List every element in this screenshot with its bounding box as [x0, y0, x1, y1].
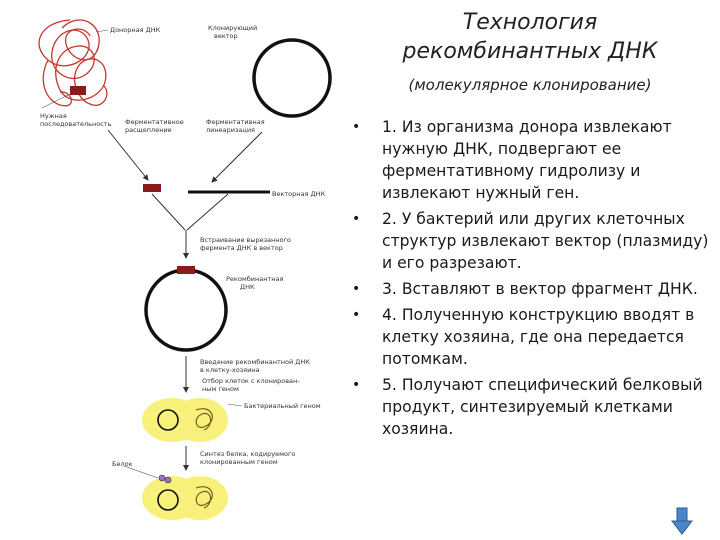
- step-item: •3. Вставляют в вектор фрагмент ДНК.: [352, 280, 698, 298]
- slide-title: Технология рекомбинантных ДНК: [402, 10, 658, 64]
- inserted-fragment: [177, 266, 195, 274]
- cloning-vector-label-1: Клонирующий: [208, 24, 257, 32]
- step-text: 2. У бактерий или других клеточных струк…: [382, 210, 709, 272]
- protein-synth-label-1: Синтез белка, кодируемого: [200, 450, 295, 458]
- enzymatic-lin-label-2: линеаризация: [206, 126, 255, 134]
- insertion-label-2: фермента ДНК в вектор: [200, 244, 283, 252]
- step-item: •1. Из организма донора извлекают нужную…: [352, 118, 672, 202]
- step-text: 5. Получают специфический белковый проду…: [382, 376, 703, 438]
- arrow-down-icon[interactable]: [671, 507, 693, 535]
- protein-label: Белок: [112, 460, 133, 468]
- step-item: •2. У бактерий или других клеточных стру…: [352, 210, 709, 272]
- needed-sequence-label-1: Нужная: [40, 112, 67, 120]
- selection-label-2: ным геном: [202, 385, 239, 393]
- bacterial-genome-label: Бактериальный геном: [244, 402, 321, 410]
- enzymatic-cut-label-2: расщепление: [125, 126, 172, 134]
- cloning-vector-circle: [252, 38, 332, 118]
- selection-label-1: Отбор клеток с клонирован-: [202, 377, 300, 385]
- recombinant-label-2: ДНК: [240, 283, 255, 291]
- enzymatic-lin-label-1: Ферментативная: [206, 118, 265, 126]
- cloning-diagram: Нужная последовательность Донорная ДНК К…: [38, 19, 332, 520]
- host-cell-2: [142, 476, 228, 520]
- excised-fragment: [143, 184, 161, 192]
- step-text: 3. Вставляют в вектор фрагмент ДНК.: [382, 280, 698, 298]
- recombinant-label-1: Рекомбинантная: [226, 275, 283, 283]
- steps-list: •1. Из организма донора извлекают нужную…: [352, 116, 714, 444]
- host-cell-1: [142, 398, 228, 442]
- step-item: •5. Получают специфический белковый прод…: [352, 376, 703, 438]
- recombinant-dna-circle: [144, 268, 228, 352]
- step-text: 1. Из организма донора извлекают нужную …: [382, 118, 672, 202]
- protein-molecule: [158, 474, 172, 484]
- donor-dna-label: Донорная ДНК: [110, 26, 161, 34]
- needed-sequence-label-2: последовательность: [40, 120, 112, 128]
- introduction-label-2: в клетку-хозяина: [200, 366, 260, 374]
- step-item: •4. Полученную конструкцию вводят в клет…: [352, 306, 695, 368]
- introduction-label-1: Введение рекомбинантной ДНК: [200, 358, 310, 366]
- protein-synth-label-2: клонированным геном: [200, 458, 278, 466]
- insertion-label-1: Встраивание вырезанного: [200, 236, 291, 244]
- needed-sequence-segment: [70, 86, 86, 95]
- slide-subtitle: (молекулярное клонирование): [408, 76, 652, 94]
- vector-dna-label: Векторная ДНК: [272, 190, 325, 198]
- cloning-vector-label-2: вектор: [214, 32, 238, 40]
- step-text: 4. Полученную конструкцию вводят в клетк…: [382, 306, 695, 368]
- enzymatic-cut-label-1: Ферментативное: [125, 118, 184, 126]
